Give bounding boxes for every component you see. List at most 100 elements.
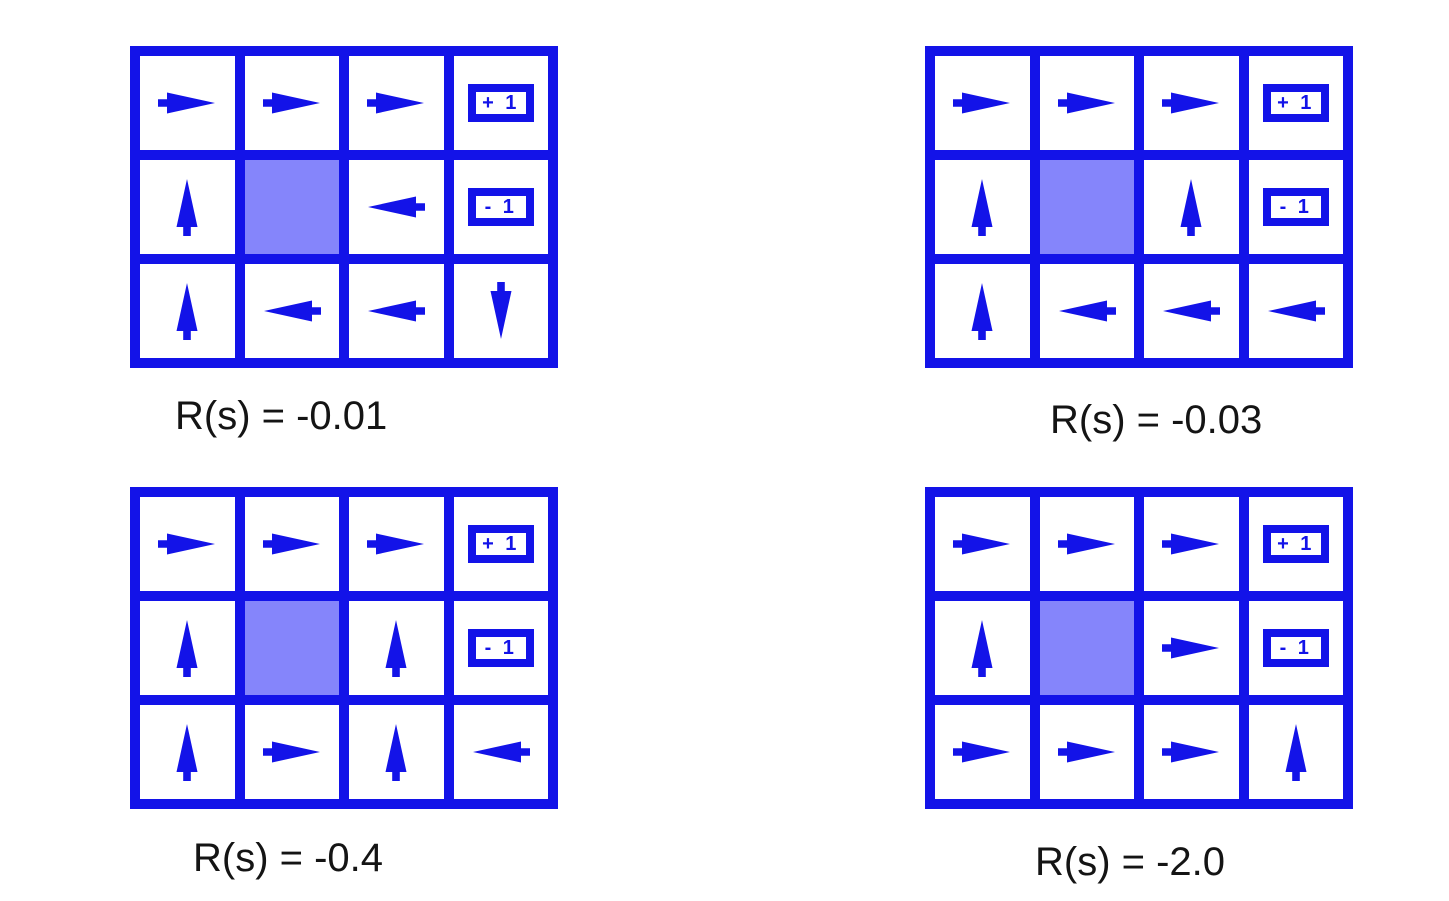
wall-cell: [244, 160, 339, 254]
right-arrow-icon: [1057, 533, 1115, 555]
policy-cell-up: [349, 601, 444, 695]
up-arrow-icon: [176, 283, 198, 340]
policy-cell-right: [244, 497, 339, 591]
policy-cell-right: [1144, 497, 1239, 591]
caption-r-2.0: R(s) = -2.0: [1035, 840, 1226, 884]
right-arrow-icon: [367, 533, 425, 555]
minus-one-reward-box: - 1: [467, 629, 534, 667]
policy-cell-left: [244, 264, 339, 358]
plus-one-reward-box: + 1: [467, 525, 534, 563]
policy-cell-down: [453, 264, 548, 358]
right-arrow-icon: [1057, 92, 1115, 114]
minus-one-reward-box: - 1: [1262, 629, 1329, 667]
terminal-cell-plus-one: + 1: [1248, 497, 1343, 591]
policy-grid-r-0.01: + 1 - 1: [130, 46, 558, 368]
caption-r-0.4: R(s) = -0.4: [193, 836, 384, 880]
left-arrow-icon: [368, 300, 426, 322]
policy-cell-right: [140, 56, 235, 150]
policy-grid-r-0.4: + 1 - 1: [130, 487, 558, 809]
terminal-cell-plus-one: + 1: [453, 56, 548, 150]
up-arrow-icon: [385, 620, 407, 677]
up-arrow-icon: [176, 179, 198, 236]
right-arrow-icon: [953, 741, 1011, 763]
policy-cell-up: [935, 264, 1030, 358]
policy-cell-up: [1248, 705, 1343, 799]
caption-r-0.03: R(s) = -0.03: [1050, 398, 1263, 442]
policy-cell-up: [349, 705, 444, 799]
right-arrow-icon: [1162, 92, 1220, 114]
up-arrow-icon: [1180, 179, 1202, 236]
terminal-cell-minus-one: - 1: [1248, 601, 1343, 695]
policy-cell-up: [935, 160, 1030, 254]
minus-one-reward-box: - 1: [1262, 188, 1329, 226]
policy-cell-left: [1039, 264, 1134, 358]
right-arrow-icon: [158, 533, 216, 555]
policy-cell-right: [1144, 56, 1239, 150]
up-arrow-icon: [176, 724, 198, 781]
terminal-cell-minus-one: - 1: [453, 601, 548, 695]
policy-cell-up: [140, 601, 235, 695]
right-arrow-icon: [953, 92, 1011, 114]
left-arrow-icon: [472, 741, 530, 763]
wall-cell: [1039, 160, 1134, 254]
terminal-cell-minus-one: - 1: [1248, 160, 1343, 254]
wall-cell: [244, 601, 339, 695]
policy-cell-left: [349, 264, 444, 358]
policy-cell-up: [140, 264, 235, 358]
terminal-cell-plus-one: + 1: [1248, 56, 1343, 150]
right-arrow-icon: [262, 741, 320, 763]
terminal-cell-minus-one: - 1: [453, 160, 548, 254]
right-arrow-icon: [1162, 533, 1220, 555]
terminal-cell-plus-one: + 1: [453, 497, 548, 591]
left-arrow-icon: [1267, 300, 1325, 322]
plus-one-reward-box: + 1: [1262, 525, 1329, 563]
policy-cell-right: [935, 497, 1030, 591]
up-arrow-icon: [1285, 724, 1307, 781]
up-arrow-icon: [971, 179, 993, 236]
policy-cell-right: [349, 56, 444, 150]
caption-r-0.01: R(s) = -0.01: [175, 394, 388, 438]
minus-one-reward-box: - 1: [467, 188, 534, 226]
left-arrow-icon: [368, 196, 426, 218]
plus-one-reward-box: + 1: [467, 84, 534, 122]
policy-cell-right: [1039, 56, 1134, 150]
policy-grid-r-0.03: + 1 - 1: [925, 46, 1353, 368]
policy-cell-left: [349, 160, 444, 254]
right-arrow-icon: [1162, 741, 1220, 763]
up-arrow-icon: [176, 620, 198, 677]
policy-cell-right: [244, 705, 339, 799]
plus-one-reward-box: + 1: [1262, 84, 1329, 122]
right-arrow-icon: [158, 92, 216, 114]
down-arrow-icon: [490, 282, 512, 339]
policy-cell-right: [1039, 497, 1134, 591]
policy-cell-right: [1144, 705, 1239, 799]
policy-cell-right: [935, 56, 1030, 150]
policy-cell-up: [1144, 160, 1239, 254]
up-arrow-icon: [385, 724, 407, 781]
policy-cell-right: [244, 56, 339, 150]
left-arrow-icon: [263, 300, 321, 322]
right-arrow-icon: [367, 92, 425, 114]
wall-cell: [1039, 601, 1134, 695]
policy-cell-right: [1039, 705, 1134, 799]
up-arrow-icon: [971, 283, 993, 340]
up-arrow-icon: [971, 620, 993, 677]
policy-cell-right: [935, 705, 1030, 799]
policy-cell-up: [935, 601, 1030, 695]
right-arrow-icon: [1057, 741, 1115, 763]
left-arrow-icon: [1058, 300, 1116, 322]
right-arrow-icon: [953, 533, 1011, 555]
left-arrow-icon: [1163, 300, 1221, 322]
policy-grid-r-2.0: + 1 - 1: [925, 487, 1353, 809]
right-arrow-icon: [262, 92, 320, 114]
policy-cell-right: [140, 497, 235, 591]
right-arrow-icon: [1162, 637, 1220, 659]
policy-cell-right: [1144, 601, 1239, 695]
policy-cell-left: [1248, 264, 1343, 358]
policy-cell-up: [140, 705, 235, 799]
policy-cell-left: [1144, 264, 1239, 358]
policy-cell-up: [140, 160, 235, 254]
policy-cell-right: [349, 497, 444, 591]
right-arrow-icon: [262, 533, 320, 555]
